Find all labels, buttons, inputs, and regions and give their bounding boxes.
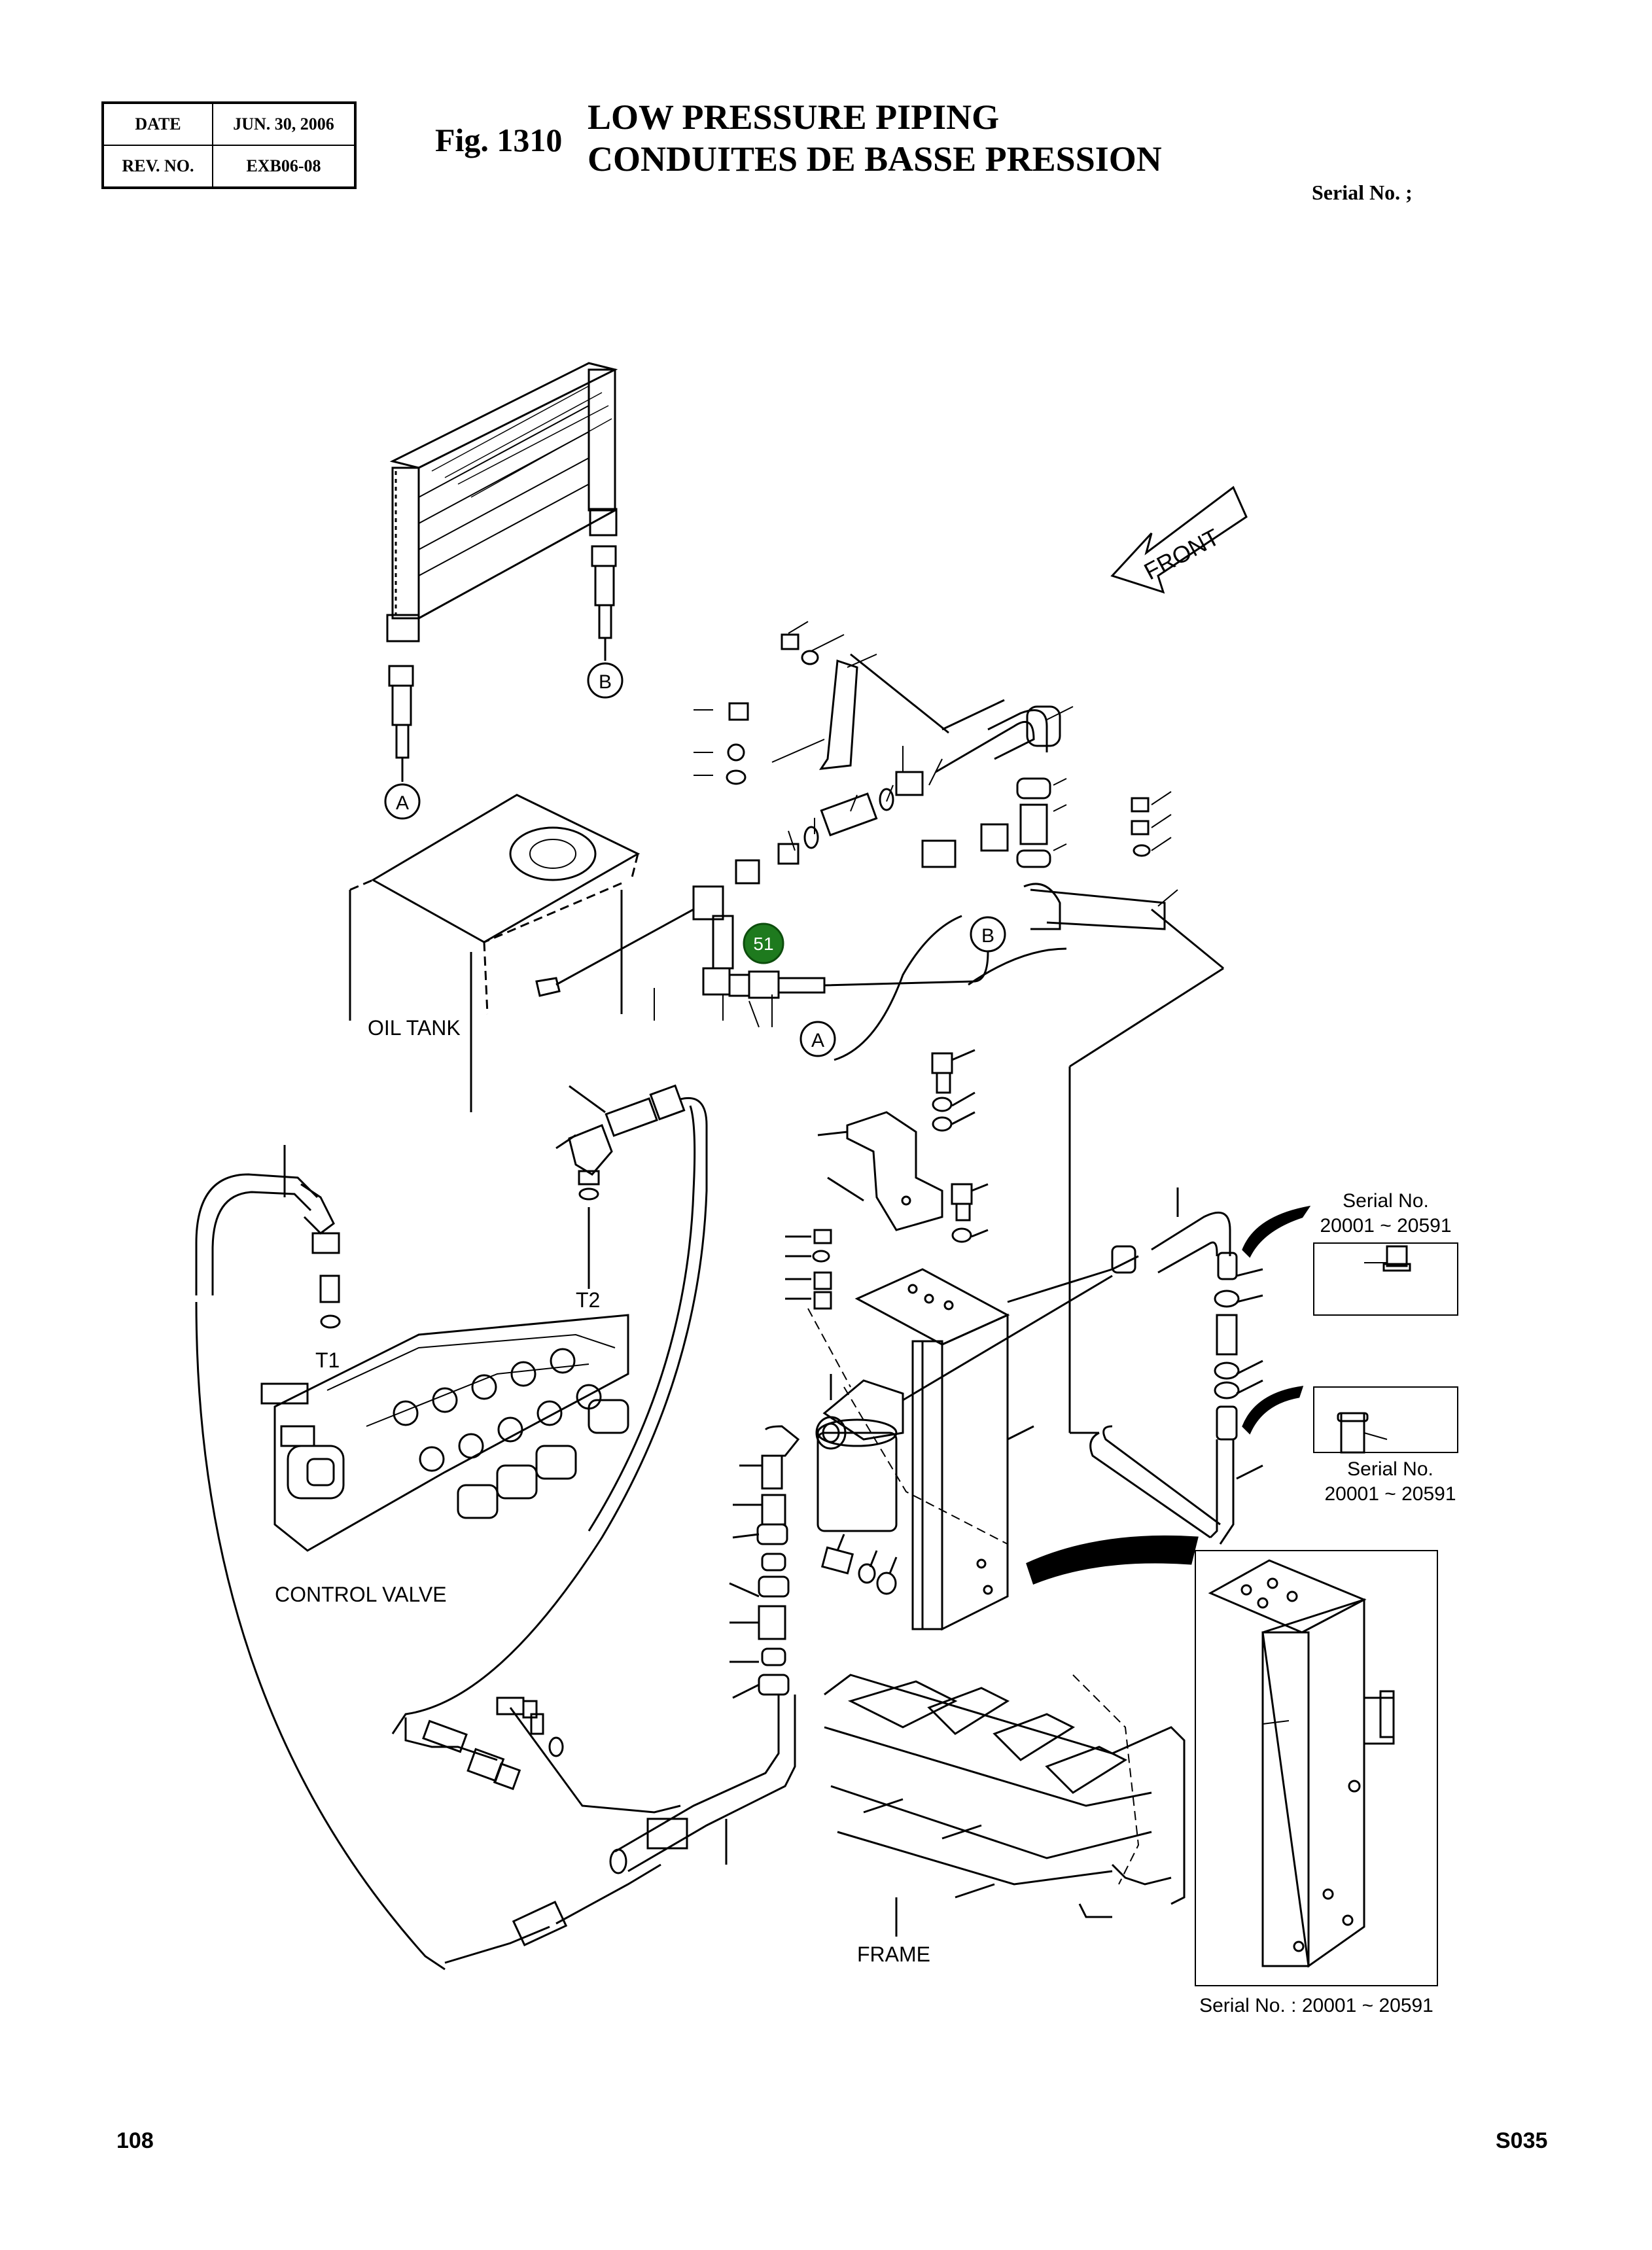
rev-value: EXB06-08 bbox=[212, 145, 356, 188]
filter-bracket bbox=[854, 1255, 1139, 1631]
figure-number: Fig. 1310 bbox=[435, 122, 563, 158]
oil-cooler bbox=[386, 362, 618, 642]
inset2-title: Serial No. bbox=[1347, 1458, 1433, 1480]
inset1-title: Serial No. bbox=[1343, 1190, 1429, 1212]
date-value: JUN. 30, 2006 bbox=[212, 102, 356, 146]
rev-label: REV. NO. bbox=[102, 145, 213, 188]
callout-pointers bbox=[1026, 1205, 1311, 1585]
return-hose-bottom bbox=[195, 1301, 661, 1971]
control-valve bbox=[260, 1314, 629, 1552]
upper-bracket bbox=[785, 1049, 1008, 1595]
connector-a-top: A bbox=[384, 783, 421, 820]
inset-serial-2: Serial No. 20001 ~ 20591 bbox=[1313, 1386, 1458, 1505]
control-valve-label: CONTROL VALVE bbox=[275, 1583, 447, 1606]
upper-fittings bbox=[726, 633, 1224, 1433]
port-t2-label: T2 bbox=[576, 1288, 600, 1312]
oil-tank bbox=[349, 794, 641, 1112]
connector-b-top: B bbox=[587, 662, 624, 699]
frame bbox=[824, 1674, 1186, 1937]
connector-a-mid-label: A bbox=[811, 1030, 824, 1051]
front-label: FRONT bbox=[1140, 523, 1224, 585]
tank-tee-fitting bbox=[535, 885, 734, 997]
document-code: S035 bbox=[1496, 2128, 1548, 2153]
port-t1-label: T1 bbox=[315, 1348, 340, 1372]
oil-tank-label: OIL TANK bbox=[368, 1016, 461, 1040]
leader-lines bbox=[654, 621, 1178, 1028]
cooler-fitting-b bbox=[591, 545, 617, 661]
callout-51: 51 bbox=[743, 923, 784, 964]
connector-b-mid: B bbox=[970, 916, 1006, 953]
frame-label: FRAME bbox=[857, 1942, 930, 1966]
inset3-caption: Serial No. : 20001 ~ 20591 bbox=[1199, 1995, 1433, 2016]
front-arrow: FRONT bbox=[1110, 485, 1248, 594]
right-return-pipe bbox=[1070, 1187, 1263, 1545]
page-number: 108 bbox=[116, 2128, 154, 2153]
serial-number-header: Serial No. ; bbox=[1312, 181, 1413, 204]
connector-a-mid: A bbox=[800, 1021, 836, 1057]
oil-filter bbox=[815, 1274, 1113, 1532]
title-french: CONDUITES DE BASSE PRESSION bbox=[588, 139, 1162, 179]
connector-b-mid-label: B bbox=[981, 925, 994, 947]
inset2-range: 20001 ~ 20591 bbox=[1324, 1483, 1456, 1505]
revision-table: DATE JUN. 30, 2006 REV. NO. EXB06-08 bbox=[101, 101, 357, 189]
connector-b-top-label: B bbox=[599, 671, 612, 693]
date-label: DATE bbox=[102, 102, 213, 146]
title-english: LOW PRESSURE PIPING bbox=[588, 97, 1000, 137]
cooler-fitting-a bbox=[388, 665, 414, 782]
inset1-range: 20001 ~ 20591 bbox=[1320, 1215, 1451, 1237]
inset-serial-1: Serial No. 20001 ~ 20591 bbox=[1313, 1190, 1458, 1316]
lower-pipe-clamps bbox=[496, 1425, 800, 1874]
return-hose-left bbox=[195, 1145, 341, 1329]
t2-elbow-fitting bbox=[391, 1084, 708, 1734]
connector-a-top-label: A bbox=[396, 792, 409, 814]
callout-51-label: 51 bbox=[753, 934, 773, 954]
inset-serial-3: Serial No. : 20001 ~ 20591 bbox=[1195, 1550, 1438, 2016]
